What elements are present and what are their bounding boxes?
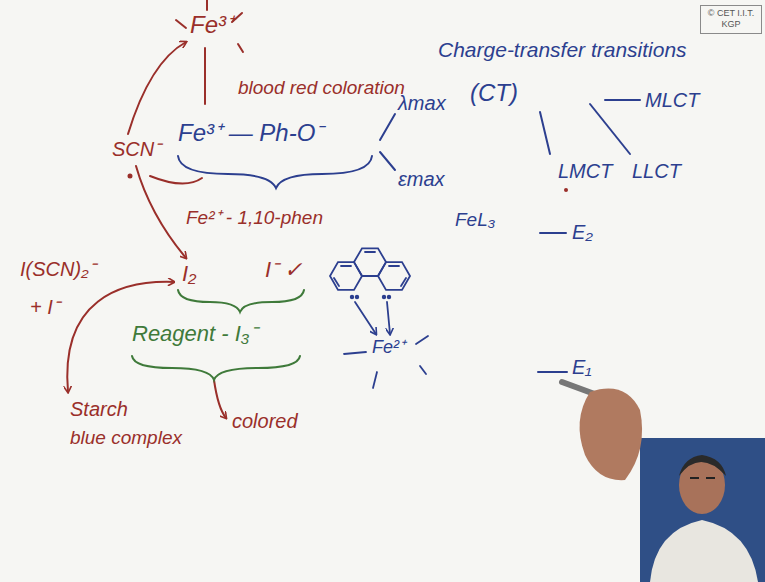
hand-with-pen: [562, 382, 642, 480]
handwritten-note: blue complex: [70, 428, 182, 449]
presenter-photo: [640, 438, 765, 582]
handwritten-note: E₂: [572, 221, 593, 243]
handwritten-note: Fe³⁺: [190, 12, 234, 38]
handwritten-note: E₁: [572, 356, 592, 378]
handwritten-note: FeL₃: [455, 210, 495, 231]
handwritten-note: MLCT: [645, 89, 699, 111]
handwritten-note: I₂: [182, 262, 197, 286]
handwritten-note: I⁻ ✓: [265, 258, 302, 282]
brace: [178, 114, 395, 188]
handwritten-note: (CT): [470, 80, 518, 106]
handwritten-note: Charge-transfer transitions: [438, 38, 687, 61]
watermark-text: © CET I.I.T. KGP: [704, 8, 758, 31]
handwritten-note: I(SCN)₂⁻: [20, 258, 96, 280]
handwritten-note: + I⁻: [30, 296, 60, 318]
handwritten-note: blood red coloration: [238, 78, 405, 99]
handwritten-note: LLCT: [632, 160, 681, 182]
handwritten-note: Fe³⁺ — Ph-O⁻: [178, 120, 323, 146]
handwritten-note: Fe²⁺ - 1,10-phen: [186, 208, 323, 229]
phenanthroline-structure: [330, 248, 428, 388]
handwritten-note: εmax: [398, 168, 445, 190]
handwritten-note: colored: [232, 410, 298, 432]
tree-lines: [538, 100, 640, 372]
handwritten-note: λmax: [398, 92, 446, 114]
handwritten-note: LMCT: [558, 160, 612, 182]
brace: [132, 290, 304, 380]
handwritten-note: Reagent - I₃⁻: [132, 322, 257, 346]
handwritten-note: SCN⁻: [112, 138, 161, 160]
watermark-box: © CET I.I.T. KGP: [700, 5, 762, 34]
handwritten-note: Starch: [70, 398, 128, 420]
handwritten-note: Fe²⁺: [372, 338, 405, 358]
